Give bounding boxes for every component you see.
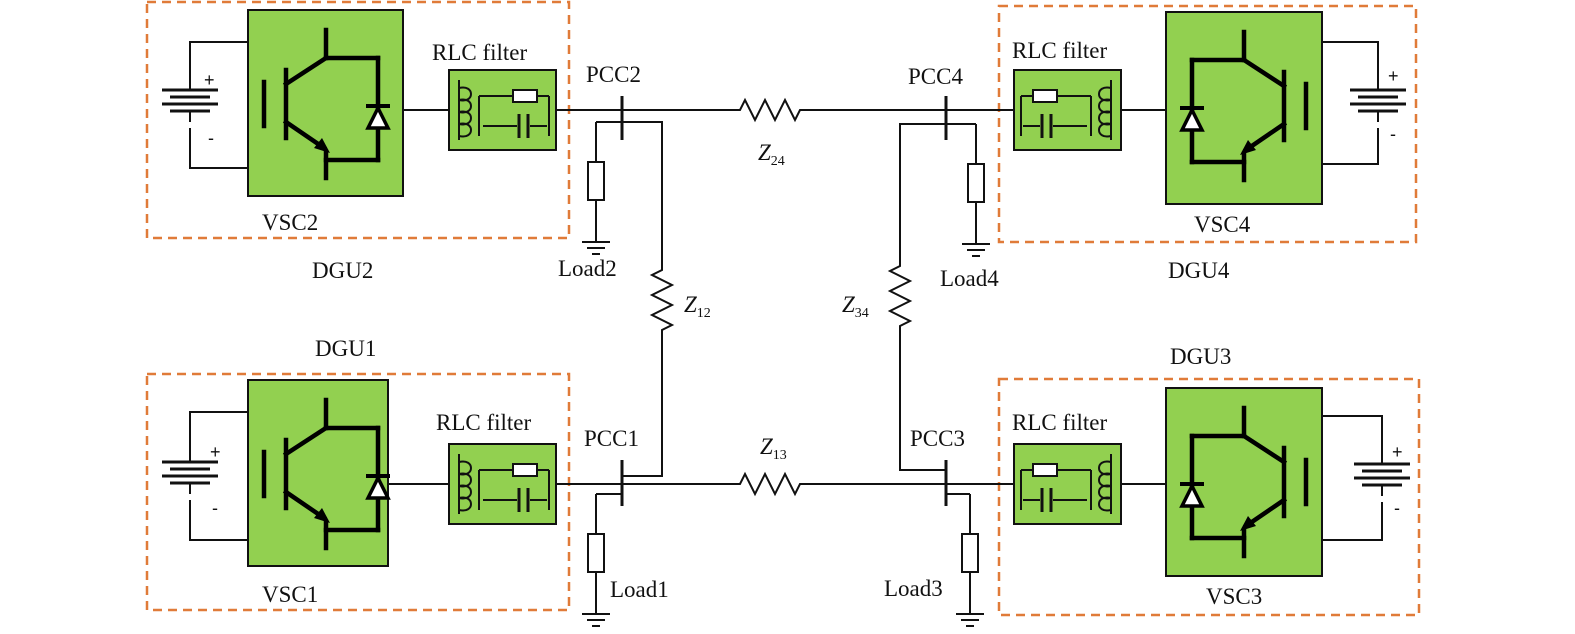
rlc3-filter [1013, 443, 1122, 525]
battery-plus: + [1392, 442, 1403, 462]
dgu4-boundary [997, 4, 1418, 244]
pcc4-label: PCC4 [908, 64, 963, 89]
dgu3-boundary [997, 377, 1421, 617]
vsc3-label: VSC3 [1206, 584, 1262, 609]
rlc2-filter [448, 69, 557, 151]
battery-minus: - [208, 128, 214, 148]
vsc4-label: VSC4 [1194, 212, 1251, 237]
z34-label: Z34 [842, 292, 869, 321]
vsc1-converter [247, 379, 389, 567]
rlc1-filter [448, 443, 557, 525]
rlc1-label: RLC filter [436, 410, 532, 435]
z13-label: Z13 [760, 434, 787, 463]
dgu2-unit: + - VSC2 RLC filter DGU2 [145, 0, 571, 283]
battery-plus: + [210, 442, 221, 462]
dgu3-label: DGU3 [1170, 344, 1231, 369]
rlc4-filter [1013, 69, 1122, 151]
load2-label: Load2 [558, 256, 617, 281]
vsc1-label: VSC1 [262, 582, 318, 607]
pcc1-label: PCC1 [584, 426, 639, 451]
dgu1-unit: + - VSC1 RLC filter DGU1 [145, 336, 571, 612]
battery-minus: - [1394, 498, 1400, 518]
battery-icon [1322, 415, 1412, 541]
pcc3-bus [944, 460, 985, 627]
pcc2-bus [581, 96, 675, 477]
line-z13 [556, 471, 1014, 497]
pcc4-bus [887, 96, 991, 471]
battery-minus: - [212, 498, 218, 518]
rlc3-label: RLC filter [1012, 410, 1108, 435]
z24-label: Z24 [758, 140, 785, 169]
z12-label: Z12 [684, 292, 711, 321]
battery-icon [160, 411, 248, 541]
dgu4-unit: + - VSC4 RLC filter DGU4 [997, 4, 1418, 283]
dgu2-label: DGU2 [312, 258, 373, 283]
dgu3-unit: + - VSC3 RLC filter DGU3 [997, 344, 1421, 617]
dgu4-label: DGU4 [1168, 258, 1230, 283]
battery-plus: + [204, 70, 215, 90]
battery-plus: + [1388, 66, 1399, 86]
load4-label: Load4 [940, 266, 999, 291]
pcc3-label: PCC3 [910, 426, 965, 451]
line-z24 [556, 97, 1014, 123]
pcc2-label: PCC2 [586, 62, 641, 87]
rlc2-label: RLC filter [432, 40, 528, 65]
dgu1-label: DGU1 [315, 336, 376, 361]
load3-label: Load3 [884, 576, 943, 601]
vsc2-label: VSC2 [262, 210, 318, 235]
battery-icon [1322, 41, 1408, 165]
battery-icon [160, 41, 248, 169]
battery-minus: - [1390, 124, 1396, 144]
dgu2-boundary [145, 0, 571, 240]
load1-label: Load1 [610, 577, 669, 602]
rlc4-label: RLC filter [1012, 38, 1108, 63]
dgu1-boundary [145, 372, 571, 612]
pcc1-bus [581, 460, 624, 627]
